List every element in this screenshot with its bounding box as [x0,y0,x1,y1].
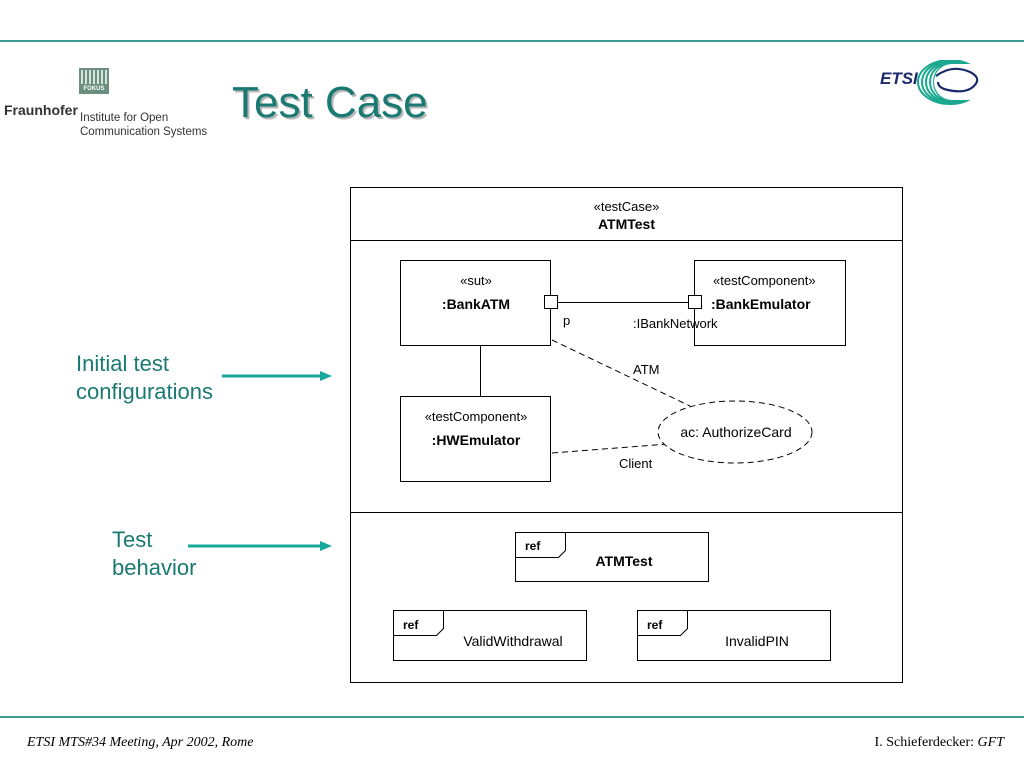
fokus-logo-grid [81,70,107,84]
port-p [544,295,558,309]
atm-role-label: ATM [633,362,660,377]
ref-right-name: InvalidPIN [725,633,789,649]
collaboration-label: ac: AuthorizeCard [680,424,792,440]
etsi-logo-text: ETSI [880,69,919,88]
test-behavior-line-1: Test [112,527,153,552]
frame-stereotype: «testCase» [593,199,660,214]
initial-config-line-1: Initial test [76,351,169,376]
hw-emulator-name: :HWEmulator [431,432,521,448]
ref-main-name: ATMTest [595,553,653,569]
test-behavior-line-2: behavior [112,555,197,580]
testcase-frame [350,187,903,683]
client-role-dashed [551,443,669,454]
footer-right: I. Schieferdecker: GFT [875,735,1004,751]
footer-rule [0,716,1024,718]
institute-line-2: Communication Systems [80,126,208,138]
fraunhofer-logo-text: Fraunhofer [4,102,78,118]
bank-atm-box [400,260,551,346]
ref-tag-main-shape [515,532,566,558]
client-role-label: Client [619,456,653,471]
initial-config-label: Initial test configurations [76,350,213,406]
hw-emulator-stereotype: «testComponent» [424,409,528,424]
etsi-logo: ETSI [880,60,990,105]
arrow-test-behavior [188,541,332,551]
footer-author: I. Schieferdecker: [874,735,978,750]
arrow-initial-config [222,371,332,381]
bank-atm-name: :BankATM [441,296,511,312]
ref-tag-left: ref [403,618,419,632]
ref-tag-right-shape [637,610,688,636]
atm-role-dashed [551,339,691,407]
port-bank-emulator [688,295,702,309]
test-behavior-label: Test behavior [112,526,196,582]
bank-atm-stereotype: «sut» [460,273,492,288]
ref-tag-main: ref [525,539,541,553]
page-title: Test Case [232,78,428,127]
hw-emulator-box [400,396,551,482]
bank-emulator-box [694,260,846,346]
fokus-logo: FOKUS [79,68,109,94]
fokus-logo-text: FOKUS [83,86,105,92]
interface-label: :IBankNetwork [633,316,718,331]
ref-tag-right: ref [647,618,663,632]
collaboration-ellipse [657,400,813,464]
institute-text: Institute for Open Communication Systems [80,111,207,139]
bank-emulator-stereotype: «testComponent» [713,273,816,288]
initial-config-line-2: configurations [76,379,213,404]
bank-emulator-name: :BankEmulator [711,296,811,312]
institute-line-1: Institute for Open [80,112,169,124]
footer-org: GFT [977,735,1004,750]
ref-left-name: ValidWithdrawal [463,633,563,649]
header-rule [0,40,1024,42]
port-label: p [563,313,571,328]
ref-tag-left-shape [393,610,444,636]
frame-name: ATMTest [597,216,656,232]
footer-left: ETSI MTS#34 Meeting, Apr 2002, Rome [27,735,254,750]
